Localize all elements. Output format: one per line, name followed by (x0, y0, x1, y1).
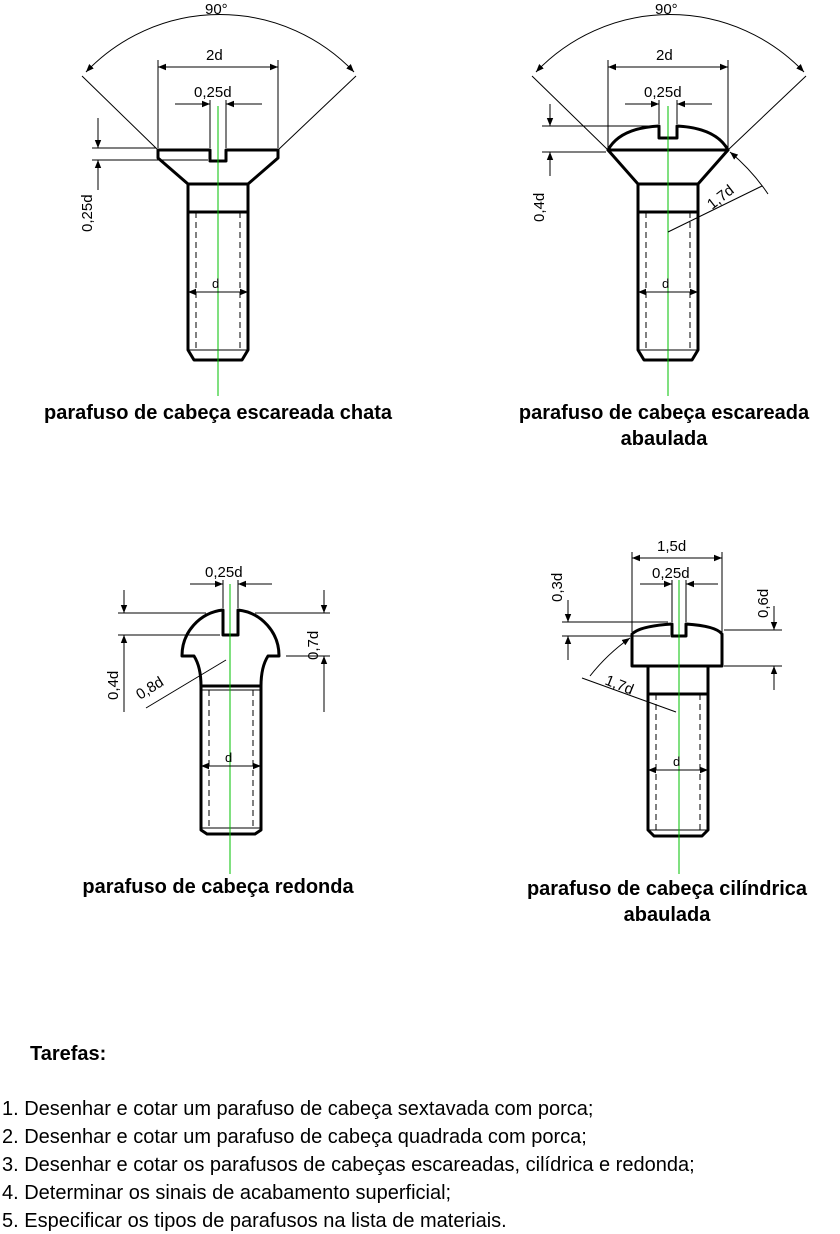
task-item: 4. Determinar os sinais de acabamento su… (2, 1182, 452, 1204)
task-item: 2. Desenhar e cotar um parafuso de cabeç… (2, 1126, 587, 1148)
task-item: 1. Desenhar e cotar um parafuso de cabeç… (2, 1098, 594, 1120)
fig1-dim-angle: 90° (205, 1, 228, 18)
screw-flat-countersunk: d 2d 0,25d 90° 0,25d (79, 1, 357, 396)
fig4-dim-slot-depth: 0,3d (549, 573, 566, 602)
fig2-dim-head-height: 0,4d (531, 193, 548, 222)
fig4-dim-radius: 1,7d (603, 672, 636, 699)
fig4-dim-slot: 0,25d (652, 565, 690, 582)
fig4-caption-line1: parafuso de cabeça cilíndrica (526, 878, 808, 900)
fig2-dim-slot: 0,25d (644, 84, 682, 101)
fig2-caption-line1: parafuso de cabeça escareada (518, 402, 810, 424)
screw-raised-cheese-head: d 1,5d 0,25d 0,3d 0,6d 1,7d (549, 538, 782, 874)
fig1-dim-diameter: d (212, 276, 219, 291)
task-item: 5. Especificar os tipos de parafusos na … (2, 1210, 507, 1232)
fig4-dim-head-width: 1,5d (657, 538, 686, 555)
fig4-caption-line2: abaulada (623, 904, 711, 926)
screw-raised-countersunk: d 2d 0,25d 90° 0,4d 1,7d (531, 1, 807, 396)
fig2-dim-head-width: 2d (656, 47, 673, 64)
fig1-dim-head-width: 2d (206, 47, 223, 64)
fig3-dim-slot-depth: 0,4d (105, 671, 122, 700)
fig2-dim-angle: 90° (655, 1, 678, 18)
screw-round-head: d 0,25d 0,4d 0,7d 0,8d (105, 564, 330, 874)
fig3-dim-head-height: 0,7d (305, 631, 322, 660)
fig3-dim-diameter: d (225, 750, 232, 765)
tasks-title: Tarefas: (30, 1043, 107, 1065)
fig2-caption-line2: abaulada (620, 428, 708, 450)
fig2-dim-radius: 1,7d (704, 182, 737, 213)
fig2-caption: parafuso de cabeça escareada abaulada (488, 400, 840, 452)
fig4-caption: parafuso de cabeça cilíndrica abaulada (494, 876, 840, 928)
fig1-dim-slot: 0,25d (194, 84, 232, 101)
fig3-caption: parafuso de cabeça redonda (82, 876, 354, 898)
fig2-dim-diameter: d (662, 276, 669, 291)
fig1-dim-head-height: 0,25d (79, 194, 96, 232)
fig1-caption: parafuso de cabeça escareada chata (44, 402, 392, 424)
task-item: 3. Desenhar e cotar os parafusos de cabe… (2, 1154, 695, 1176)
fig4-dim-head-height: 0,6d (755, 589, 772, 618)
fig3-dim-slot: 0,25d (205, 564, 243, 581)
fig4-dim-diameter: d (673, 754, 680, 769)
